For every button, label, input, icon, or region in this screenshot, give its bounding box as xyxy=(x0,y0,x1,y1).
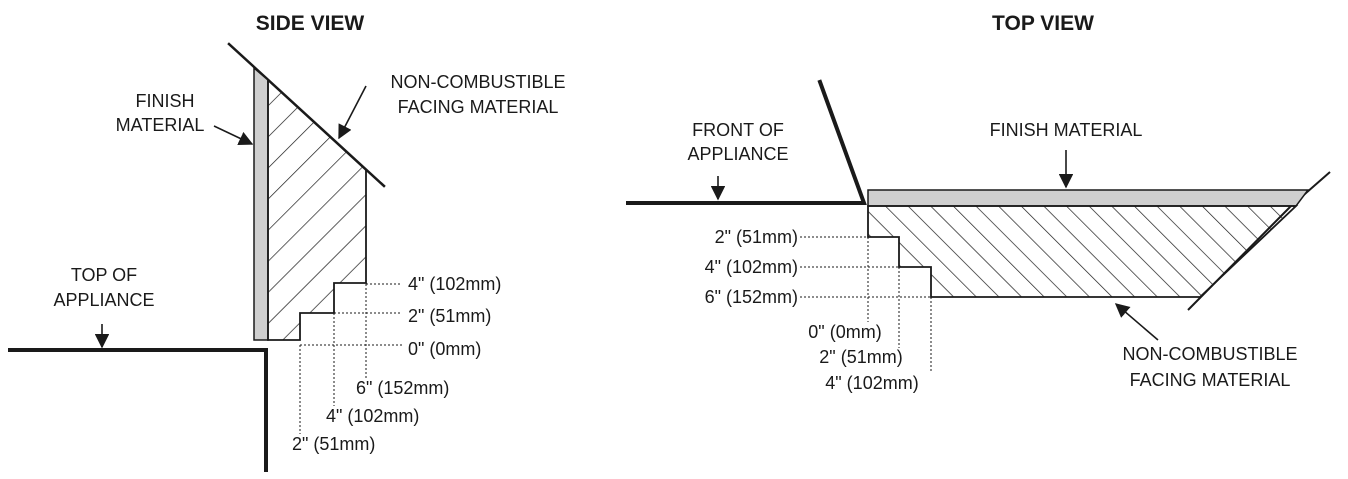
top-appliance-front xyxy=(626,79,867,205)
top-facing-material xyxy=(867,205,1299,298)
side-top-label-1: TOP OF xyxy=(71,265,137,285)
top-facing-arrow xyxy=(1114,303,1159,341)
side-view-title: SIDE VIEW xyxy=(256,12,365,35)
top-finish-label: FINISH MATERIAL xyxy=(990,120,1143,140)
side-top-label-2: APPLIANCE xyxy=(53,290,154,310)
side-facing-arrow xyxy=(338,85,367,140)
top-dim-2in: 2" (51mm) xyxy=(715,227,798,247)
side-dim-0in: 0" (0mm) xyxy=(408,339,481,359)
side-facing-label-2: FACING MATERIAL xyxy=(398,97,559,117)
side-dim-bottom-4in: 4" (102mm) xyxy=(326,406,419,426)
side-view: SIDE VIEW 4" (102mm) 2" (51mm) 0" (0mm) … xyxy=(8,12,566,472)
top-view-title: TOP VIEW xyxy=(992,12,1094,35)
top-dim-bottom-2in: 2" (51mm) xyxy=(819,347,902,367)
top-finish-material xyxy=(867,189,1310,207)
side-dim-bottom-6in: 6" (152mm) xyxy=(356,378,449,398)
side-finish-label-2: MATERIAL xyxy=(116,115,205,135)
top-front-label-2: APPLIANCE xyxy=(687,144,788,164)
top-dim-6in: 6" (152mm) xyxy=(705,287,798,307)
top-dim-4in: 4" (102mm) xyxy=(705,257,798,277)
side-dim-4in: 4" (102mm) xyxy=(408,274,501,294)
side-dim-bottom-2in: 2" (51mm) xyxy=(292,434,375,454)
side-finish-label-1: FINISH xyxy=(135,91,194,111)
side-finish-material xyxy=(253,66,269,341)
top-dim-bottom-0in: 0" (0mm) xyxy=(808,322,881,342)
top-facing-label-1: NON-COMBUSTIBLE xyxy=(1122,344,1297,364)
top-dim-bottom-4in: 4" (102mm) xyxy=(825,373,918,393)
side-facing-label-1: NON-COMBUSTIBLE xyxy=(390,72,565,92)
side-appliance-top xyxy=(8,348,268,472)
top-front-label-1: FRONT OF xyxy=(692,120,784,140)
top-facing-label-2: FACING MATERIAL xyxy=(1130,370,1291,390)
side-finish-arrow xyxy=(213,125,254,145)
top-view: TOP VIEW 2" (51mm) 4" (102mm) 6" (152mm)… xyxy=(626,12,1331,393)
side-dim-2in: 2" (51mm) xyxy=(408,306,491,326)
side-facing-material xyxy=(267,77,367,341)
